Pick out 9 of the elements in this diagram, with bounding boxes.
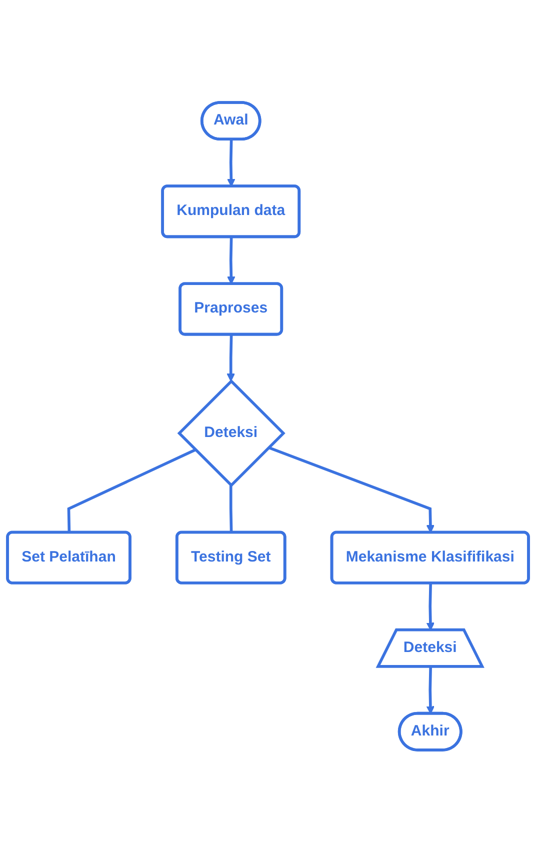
node-diamond: Deteksi <box>177 379 286 488</box>
arrow <box>227 139 236 187</box>
arrow <box>227 236 236 284</box>
arrow <box>426 666 435 714</box>
connector <box>229 485 233 532</box>
arrow <box>226 334 235 382</box>
connector <box>67 448 196 532</box>
arrow <box>268 446 435 533</box>
arrow <box>426 583 435 630</box>
